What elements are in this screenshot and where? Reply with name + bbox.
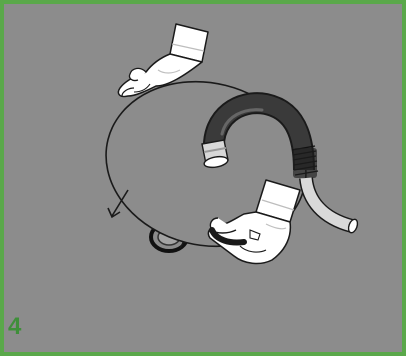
step-number: 4 <box>8 315 21 339</box>
vacuum-lid-illustration <box>4 4 402 352</box>
hose-nozzle-icon <box>202 140 229 169</box>
